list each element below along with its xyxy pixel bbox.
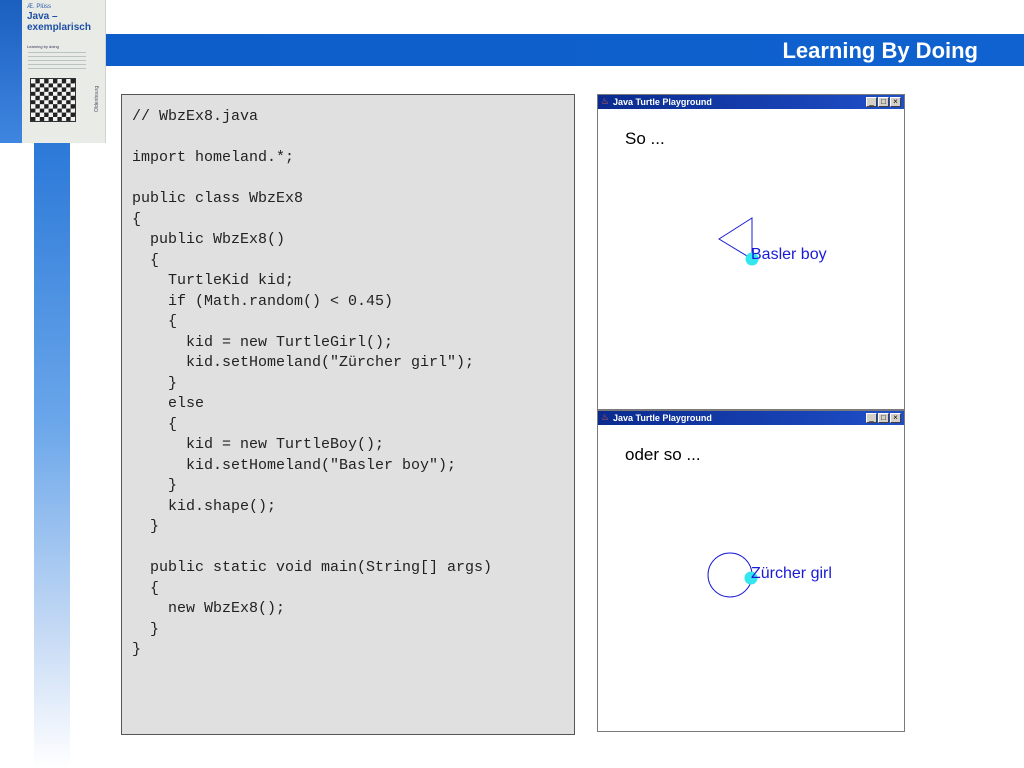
- side-gradient-bar: [34, 138, 70, 768]
- minimize-icon[interactable]: _: [866, 413, 877, 423]
- code-panel: // WbzEx8.java import homeland.*; public…: [121, 94, 575, 735]
- book-title-line2: exemplarisch: [27, 22, 91, 33]
- code-line: public WbzEx8(): [132, 231, 286, 248]
- book-text-lines: [28, 52, 86, 72]
- window-caption: So ...: [625, 129, 665, 148]
- code-line: }: [132, 518, 160, 535]
- code-line: {: [132, 313, 178, 330]
- chessboard-illustration: [30, 78, 76, 122]
- code-line: kid = new TurtleBoy();: [132, 436, 385, 453]
- code-line: kid.setHomeland("Basler boy");: [132, 456, 457, 474]
- window-title: Java Turtle Playground: [613, 413, 712, 423]
- book-publisher: Oldenbourg: [94, 85, 100, 112]
- code-line: {: [132, 210, 142, 228]
- book-subtitle: Learning by doing: [27, 44, 59, 49]
- turtle-window-1: ♨ Java Turtle Playground _ □ × So ... Ba…: [597, 94, 905, 410]
- homeland-label: Zürcher girl: [751, 565, 832, 582]
- code-line: }: [132, 477, 178, 494]
- code-line: kid = new TurtleGirl();: [132, 333, 394, 351]
- book-cover-strip: [0, 0, 22, 143]
- code-line: }: [132, 641, 142, 658]
- code-line: kid.shape();: [132, 497, 277, 515]
- window-titlebar[interactable]: ♨ Java Turtle Playground _ □ ×: [598, 411, 904, 425]
- close-icon[interactable]: ×: [890, 413, 901, 423]
- close-icon[interactable]: ×: [890, 97, 901, 107]
- turtle-icon: [745, 252, 759, 266]
- code-line: else: [132, 395, 205, 412]
- turtle-window-2: ♨ Java Turtle Playground _ □ × oder so .…: [597, 410, 905, 732]
- maximize-icon[interactable]: □: [878, 97, 889, 107]
- maximize-icon[interactable]: □: [878, 413, 889, 423]
- code-line: if (Math.random() < 0.45): [132, 292, 394, 310]
- code-line: import homeland.*;: [132, 149, 295, 166]
- turtle-triangle: [718, 217, 753, 260]
- java-cup-icon: ♨: [601, 412, 610, 422]
- turtle-canvas: Zürcher girl: [707, 552, 832, 598]
- book-title-line1: Java –: [27, 11, 58, 22]
- window-caption: oder so ...: [625, 445, 701, 464]
- window-titlebar[interactable]: ♨ Java Turtle Playground _ □ ×: [598, 95, 904, 109]
- window-title: Java Turtle Playground: [613, 97, 712, 107]
- source-code: // WbzEx8.java import homeland.*; public…: [132, 107, 492, 661]
- code-line: }: [132, 620, 160, 638]
- code-line: // WbzEx8.java: [132, 108, 259, 125]
- code-line: {: [132, 415, 178, 433]
- code-line: public static void main(String[] args): [132, 559, 493, 576]
- java-cup-icon: ♨: [601, 96, 610, 106]
- code-line: public class WbzEx8: [132, 190, 304, 207]
- code-line: {: [132, 579, 160, 597]
- header-band: [0, 34, 1024, 66]
- minimize-icon[interactable]: _: [866, 97, 877, 107]
- code-line: kid.setHomeland("Zürcher girl");: [132, 354, 475, 371]
- homeland-label: Basler boy: [751, 246, 827, 263]
- code-line: TurtleKid kid;: [132, 272, 295, 289]
- page-title: Learning By Doing: [782, 38, 978, 63]
- turtle-icon: [744, 571, 758, 585]
- code-line: new WbzEx8();: [132, 600, 286, 617]
- book-author: Æ. Plüss: [27, 4, 52, 10]
- turtle-canvas: Basler boy: [718, 217, 827, 266]
- code-line: }: [132, 374, 178, 392]
- book-cover: Æ. Plüss Java – exemplarisch Learning by…: [0, 0, 106, 143]
- code-line: {: [132, 251, 160, 269]
